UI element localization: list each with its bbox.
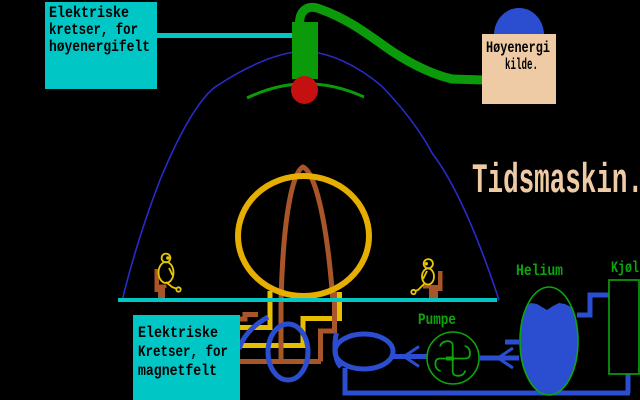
svg-text:Kjøl: Kjøl [611,259,639,277]
svg-text:Tidsmaskin.: Tidsmaskin. [472,158,640,205]
svg-text:høyenergifelt: høyenergifelt [49,38,150,56]
svg-text:Pumpe: Pumpe [418,311,456,329]
svg-text:Elektriske: Elektriske [138,324,218,342]
svg-text:Høyenergi: Høyenergi [486,39,550,57]
svg-text:kilde.: kilde. [505,56,538,74]
svg-text:Elektriske: Elektriske [49,4,129,22]
svg-text:Kretser, for: Kretser, for [138,343,228,361]
svg-text:magnetfelt: magnetfelt [138,362,217,380]
svg-text:Helium: Helium [516,262,563,280]
svg-text:kretser, for: kretser, for [49,21,138,39]
